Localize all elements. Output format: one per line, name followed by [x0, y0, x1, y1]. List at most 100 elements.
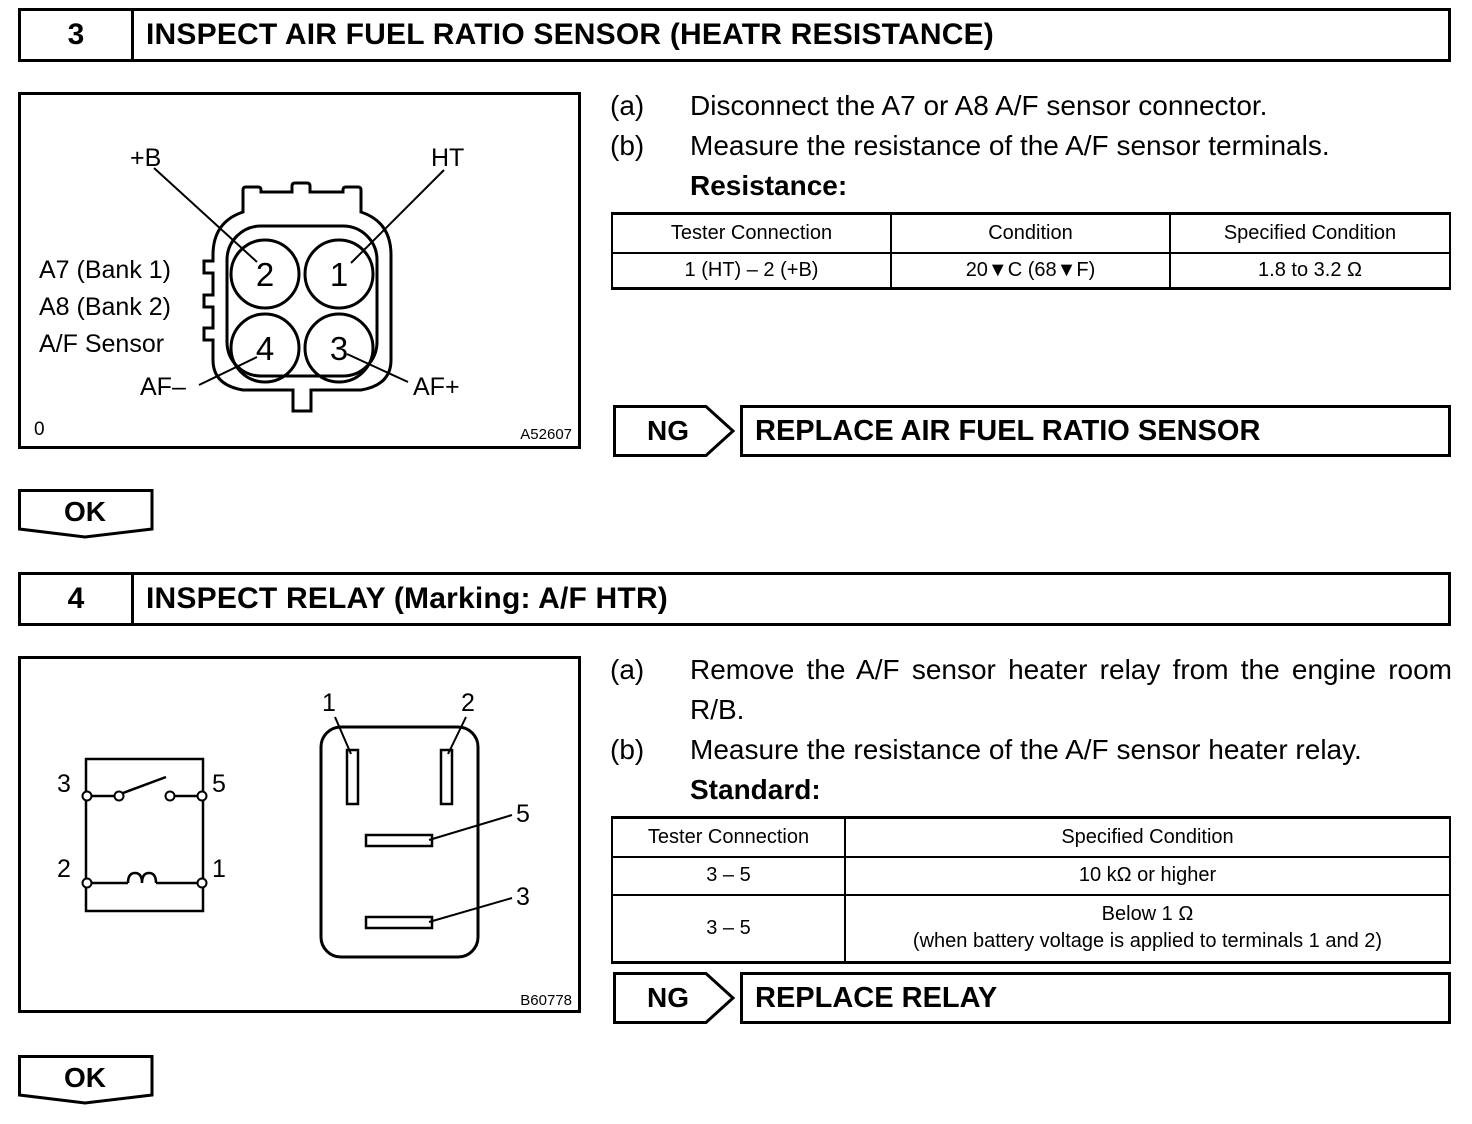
relay-pin-1-blade: [345, 748, 360, 806]
relay-pin-1-label: 1: [322, 689, 336, 717]
leader-ht: [350, 169, 445, 264]
relay-leader-2: [447, 716, 467, 755]
instruction-label: (a): [610, 654, 645, 685]
table-cell: 20▼C (68▼F): [890, 251, 1171, 290]
relay-pin-2-blade: [439, 748, 454, 806]
step3-ok-button[interactable]: OK: [18, 489, 156, 541]
connector-line-2: A8 (Bank 2): [39, 293, 171, 321]
table-cell: 3 – 5: [611, 855, 846, 896]
figure-code: A52607: [520, 426, 572, 443]
pin-4-circle: [229, 312, 301, 384]
label-af-minus: AF–: [140, 373, 186, 401]
ng-action-text: REPLACE AIR FUEL RATIO SENSOR: [755, 414, 1261, 447]
resistance-table: Tester Connection Condition Specified Co…: [611, 212, 1451, 290]
relay-leader-1: [334, 716, 352, 755]
table-header-row: Tester Connection Condition Specified Co…: [611, 212, 1451, 254]
table-header: Specified Condition: [1169, 212, 1451, 254]
instruction-label: (b): [610, 130, 645, 161]
label-ht: HT: [431, 144, 464, 172]
table-header: Condition: [890, 212, 1171, 254]
relay-pin-3-label: 3: [516, 883, 530, 911]
schematic-terminal-5: 5: [212, 770, 226, 798]
relay-pin-3-blade: [364, 915, 434, 930]
figure-code: B60778: [520, 992, 572, 1009]
terminal-3-dot: [81, 790, 93, 802]
ok-arrow-icon: [18, 489, 154, 539]
schematic-terminal-1: 1: [212, 855, 226, 883]
pin-2-circle: [229, 238, 301, 310]
step3-title: INSPECT AIR FUEL RATIO SENSOR (HEATR RES…: [146, 18, 994, 51]
table-row: 3 – 5 10 kΩ or higher: [611, 855, 1451, 896]
step4-instructions: (a) Remove the A/F sensor heater relay f…: [610, 650, 1452, 810]
step4-ok-button[interactable]: OK: [18, 1055, 156, 1107]
ng-arrow-icon: [613, 405, 736, 457]
table-header: Tester Connection: [611, 212, 892, 254]
instruction-label: (b): [610, 734, 645, 765]
pin-3-circle: [303, 312, 375, 384]
schematic-terminal-2: 2: [57, 855, 71, 883]
connector-line-1: A7 (Bank 1): [39, 256, 171, 284]
leader-af-plus: [346, 353, 409, 383]
pin-2-number: 2: [256, 256, 274, 293]
relay-pin-5-blade: [364, 833, 434, 848]
step3-header: 3 INSPECT AIR FUEL RATIO SENSOR (HEATR R…: [18, 8, 1451, 62]
instruction-text: Measure the resistance of the A/F sensor…: [690, 734, 1362, 765]
connector-outline: [202, 181, 393, 413]
pin-3-number: 3: [330, 330, 348, 367]
table-header-row: Tester Connection Specified Condition: [611, 816, 1451, 858]
relay-leader-5: [428, 814, 513, 841]
connector-line-3: A/F Sensor: [39, 330, 164, 358]
connector-inner: [225, 224, 379, 378]
relay-diagram: 3 5 2 1 1 2 5 3 B60778: [57, 689, 572, 1009]
ng-action-box: REPLACE AIR FUEL RATIO SENSOR: [740, 405, 1451, 457]
coil-icon: [126, 871, 158, 884]
step4-ng-row: NG REPLACE RELAY: [613, 972, 1451, 1024]
relay-schematic-box: [84, 757, 205, 913]
instruction-text: Disconnect the A7 or A8 A/F sensor conne…: [690, 90, 1268, 121]
terminal-5-dot: [196, 790, 208, 802]
step3-ng-row: NG REPLACE AIR FUEL RATIO SENSOR: [613, 405, 1451, 457]
relay-standard-table: Tester Connection Specified Condition 3 …: [611, 816, 1451, 964]
af-sensor-connector-diagram: 2 1 4 3 +B HT AF– AF+ A7 (Bank 1) A8 (Ba…: [34, 144, 572, 443]
terminal-1-dot: [196, 877, 208, 889]
instruction-text: Remove the A/F sensor heater relay from …: [690, 654, 1452, 725]
ok-label: OK: [64, 496, 106, 527]
label-plus-b: +B: [130, 144, 161, 172]
table-cell: Below 1 Ω (when battery voltage is appli…: [844, 893, 1451, 964]
ng-action-box: REPLACE RELAY: [740, 972, 1451, 1024]
switch-blade: [122, 775, 167, 795]
terminal-2-dot: [81, 877, 93, 889]
relay-pin-2-label: 2: [461, 689, 475, 717]
pin-1-number: 1: [330, 256, 348, 293]
table-cell-line: Below 1 Ω: [1101, 903, 1194, 926]
ng-arrow-icon: [613, 972, 736, 1024]
instruction-a: (a) Remove the A/F sensor heater relay f…: [610, 650, 1452, 730]
instruction-b: (b) Measure the resistance of the A/F se…: [610, 730, 1452, 770]
leader-plus-b: [153, 167, 258, 263]
table-heading: Standard:: [690, 774, 821, 805]
af-sensor-connector-figure: 2 1 4 3 +B HT AF– AF+ A7 (Bank 1) A8 (Ba…: [18, 92, 581, 449]
table-row: 3 – 5 Below 1 Ω (when battery voltage is…: [611, 893, 1451, 964]
ok-label: OK: [64, 1062, 106, 1093]
relay-pin-5-label: 5: [516, 800, 530, 828]
table-header: Tester Connection: [611, 816, 846, 858]
label-af-plus: AF+: [413, 373, 460, 401]
instruction-a: (a) Disconnect the A7 or A8 A/F sensor c…: [610, 86, 1452, 126]
step4-header: 4 INSPECT RELAY (Marking: A/F HTR): [18, 572, 1451, 626]
table-row: 1 (HT) – 2 (+B) 20▼C (68▼F) 1.8 to 3.2 Ω: [611, 251, 1451, 290]
relay-body: [319, 725, 480, 959]
ok-arrow-icon: [18, 1055, 154, 1105]
pin-1-circle: [303, 238, 375, 310]
step4-title: INSPECT RELAY (Marking: A/F HTR): [146, 582, 668, 615]
instruction-text: Measure the resistance of the A/F sensor…: [690, 130, 1330, 161]
table-cell: 3 – 5: [611, 893, 846, 964]
table-cell-note: (when battery voltage is applied to term…: [912, 930, 1383, 953]
ng-action-text: REPLACE RELAY: [755, 981, 998, 1014]
switch-contact-right: [164, 790, 176, 802]
table-cell: 1 (HT) – 2 (+B): [611, 251, 892, 290]
instruction-b: (b) Measure the resistance of the A/F se…: [610, 126, 1452, 166]
relay-leader-3: [428, 897, 513, 923]
ng-label: NG: [647, 415, 689, 446]
step3-number: 3: [21, 11, 134, 59]
step4-number: 4: [21, 575, 134, 623]
